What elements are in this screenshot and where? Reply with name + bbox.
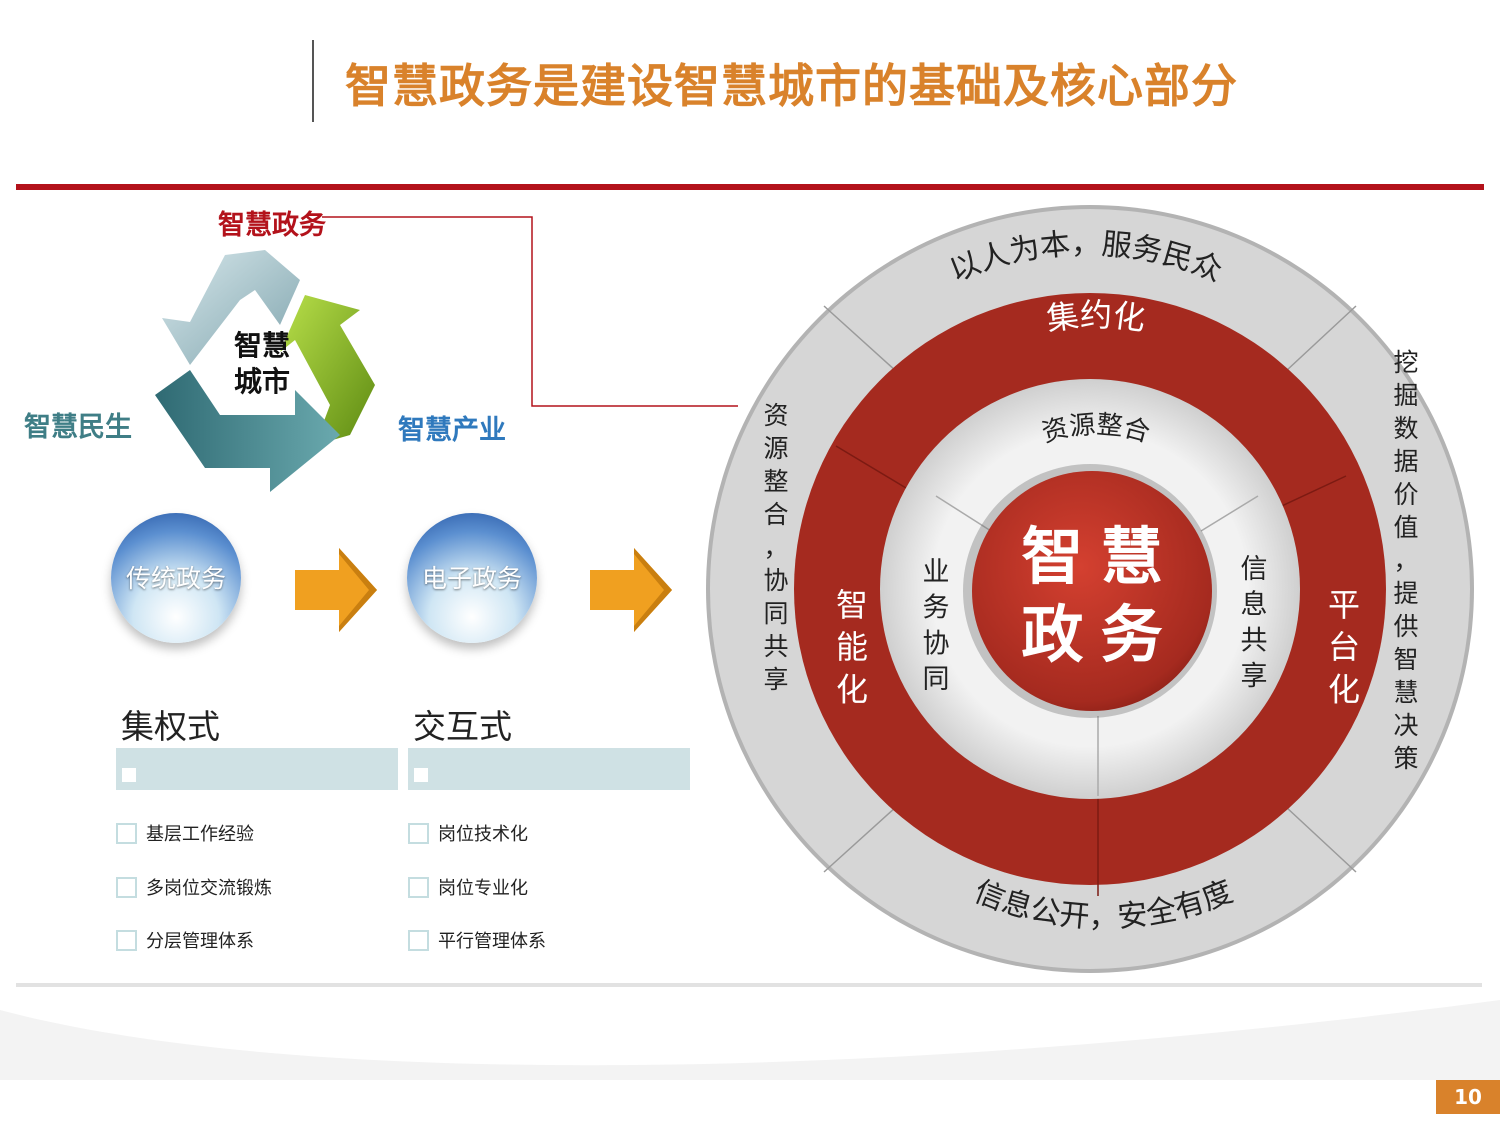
- content-bottom-rule: [16, 983, 1482, 987]
- list-item: 分层管理体系: [116, 927, 254, 953]
- smart-city-cycle-graphic: [155, 250, 375, 492]
- checkbox-icon: [414, 768, 428, 782]
- list-item: 基层工作经验: [116, 820, 254, 846]
- cycle-label-smart-industry: 智慧产业: [398, 415, 506, 446]
- checkbox-icon: [408, 929, 429, 951]
- list-item-label: 多岗位交流锻炼: [146, 878, 272, 899]
- checkbox-icon: [122, 768, 136, 782]
- stage-circle-electronic: 电子政务: [407, 513, 537, 643]
- cycle-label-smart-livelihood: 智慧民生: [24, 412, 132, 443]
- checkbox-icon: [116, 876, 137, 898]
- arrow-right-icon: [590, 548, 672, 632]
- title-divider: [312, 40, 314, 122]
- wheel-core-line2: 政 务: [1021, 601, 1162, 670]
- background-swoosh: [0, 1000, 1500, 1080]
- list-item: 多岗位交流锻炼: [116, 874, 272, 900]
- wheel-outer-right-text: 挖掘数据价值，提供智慧决策: [1393, 349, 1418, 773]
- list-item-label: 分层管理体系: [146, 931, 254, 952]
- wheel-red-right-text: 平台化: [1328, 587, 1360, 707]
- checkbox-icon: [408, 876, 429, 898]
- wheel-red-left-text: 智能化: [836, 587, 868, 707]
- mode-bar: [408, 748, 690, 790]
- checkbox-icon: [116, 822, 137, 844]
- stage-circle-label: 传统政务: [125, 564, 226, 593]
- cycle-label-smart-government: 智慧政务: [218, 210, 326, 241]
- list-item-label: 平行管理体系: [438, 931, 546, 952]
- mode-title-interactive: 交互式: [413, 707, 512, 746]
- stage-circle-label: 电子政务: [421, 564, 522, 593]
- cycle-arrow-top: [162, 250, 300, 365]
- cycle-center-line1: 智慧: [233, 329, 290, 362]
- cycle-center-label: 智慧 城市: [226, 328, 298, 400]
- cycle-arrow-bottom: [155, 370, 340, 492]
- arrow-right-icon: [295, 548, 377, 632]
- mode-bar: [116, 748, 398, 790]
- mode-title-centralized: 集权式: [121, 707, 220, 746]
- stage-circle-traditional: 传统政务: [111, 513, 241, 643]
- list-item-label: 岗位技术化: [438, 824, 528, 845]
- checkbox-icon: [116, 929, 137, 951]
- list-item-label: 岗位专业化: [438, 878, 528, 899]
- list-item: 平行管理体系: [408, 927, 546, 953]
- cycle-center-line2: 城市: [233, 365, 290, 398]
- wheel-core-line1: 智 慧: [1021, 523, 1162, 592]
- wheel-inner-right-text: 信息共享: [1241, 554, 1268, 691]
- header-rule: [16, 184, 1484, 190]
- wheel-core: [972, 471, 1212, 711]
- wheel-outer-left-text: 资源整合，协同共享: [763, 402, 788, 694]
- wheel-red-top-text: 集约化: [1044, 297, 1147, 337]
- page-number: 10: [1436, 1080, 1500, 1114]
- cycle-arrow-right: [280, 295, 375, 445]
- list-item: 岗位专业化: [408, 874, 528, 900]
- checkbox-icon: [408, 822, 429, 844]
- smart-government-wheel: 智 慧 政 务 资源整合 业务协同 信息共享 集约化 智能化 平台化 以人为本，…: [706, 205, 1474, 973]
- list-item: 岗位技术化: [408, 820, 528, 846]
- list-item-label: 基层工作经验: [146, 824, 254, 845]
- page-title: 智慧政务是建设智慧城市的基础及核心部分: [345, 59, 1238, 113]
- wheel-inner-left-text: 业务协同: [923, 557, 950, 694]
